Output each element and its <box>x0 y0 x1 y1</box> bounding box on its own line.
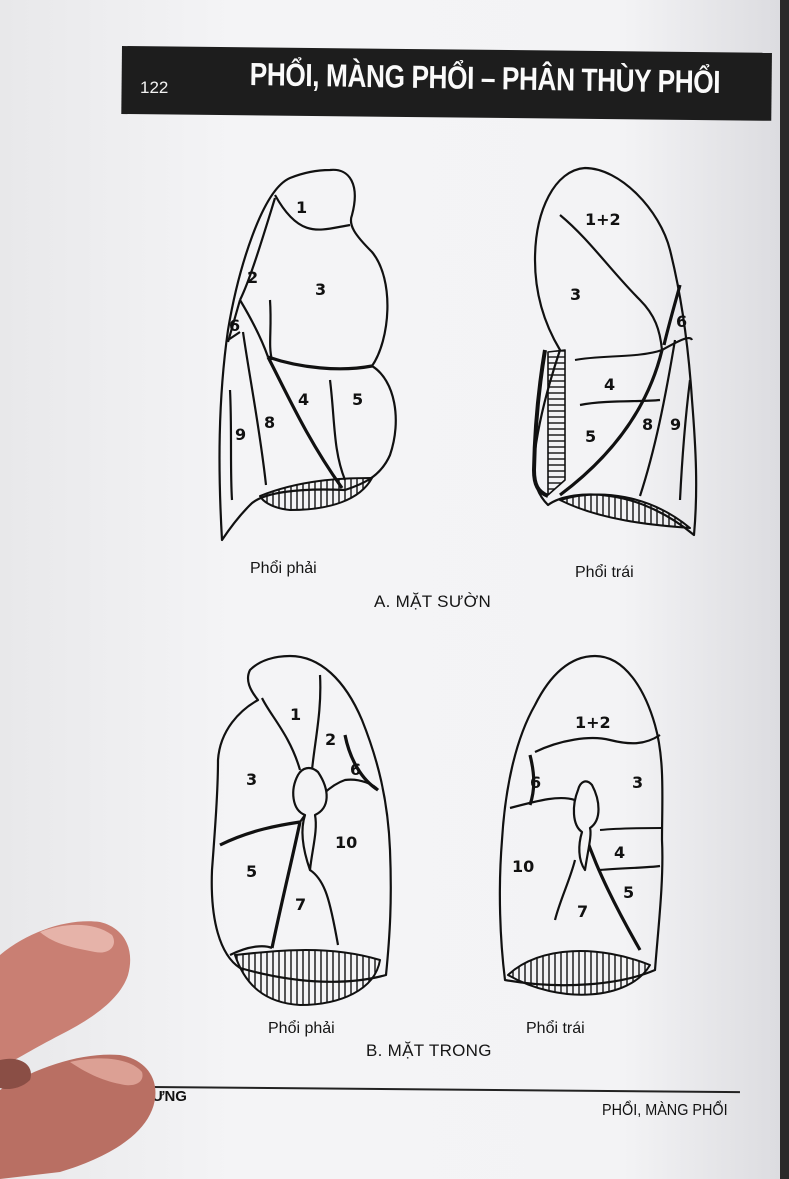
fingers-photo-element <box>0 0 789 1179</box>
